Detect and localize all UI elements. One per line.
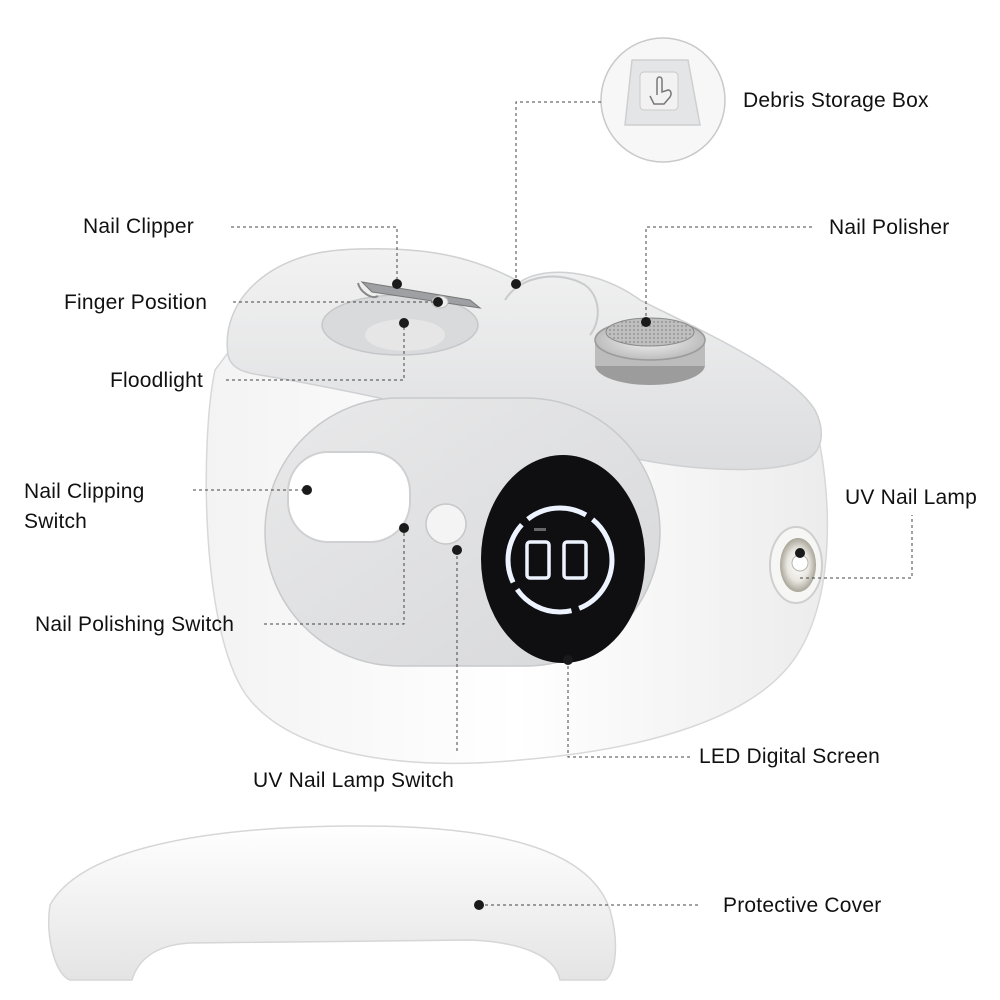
dot-icon xyxy=(474,900,484,910)
label-finger-position: Finger Position xyxy=(64,291,208,314)
dot-icon xyxy=(399,318,409,328)
label-nail-clipping-switch-line1: Nail Clipping xyxy=(24,480,145,503)
label-protective-cover: Protective Cover xyxy=(723,894,882,917)
protective-cover xyxy=(47,825,617,981)
dot-icon xyxy=(302,485,312,495)
hand-pointer-icon xyxy=(649,76,672,105)
uv-lamp xyxy=(769,526,823,604)
callout-lines xyxy=(193,101,913,906)
dot-icon xyxy=(399,523,409,533)
dot-icon xyxy=(433,297,443,307)
front-panel xyxy=(264,397,661,667)
label-nail-clipping-switch-line2: Switch xyxy=(24,510,88,533)
label-led-digital-screen: LED Digital Screen xyxy=(699,745,881,768)
dot-icon xyxy=(641,317,651,327)
label-nail-polishing-switch: Nail Polishing Switch xyxy=(35,613,235,636)
debris-inset xyxy=(600,37,726,163)
label-nail-clipper: Nail Clipper xyxy=(83,215,194,238)
callout-dots xyxy=(302,279,805,910)
label-uv-nail-lamp-switch: UV Nail Lamp Switch xyxy=(253,769,455,792)
label-debris-storage-box: Debris Storage Box xyxy=(743,89,929,112)
label-uv-nail-lamp: UV Nail Lamp xyxy=(845,486,977,509)
dot-icon xyxy=(392,279,402,289)
label-floodlight: Floodlight xyxy=(110,369,204,392)
dot-icon xyxy=(563,655,573,665)
device-top-cap xyxy=(226,248,822,471)
label-nail-polisher: Nail Polisher xyxy=(829,216,950,239)
nail-polisher-disc xyxy=(594,317,706,385)
dot-icon xyxy=(795,548,805,558)
label-nail-clipping-switch: Nail Clipping Switch xyxy=(24,477,214,537)
dot-icon xyxy=(452,545,462,555)
dot-icon xyxy=(511,279,521,289)
